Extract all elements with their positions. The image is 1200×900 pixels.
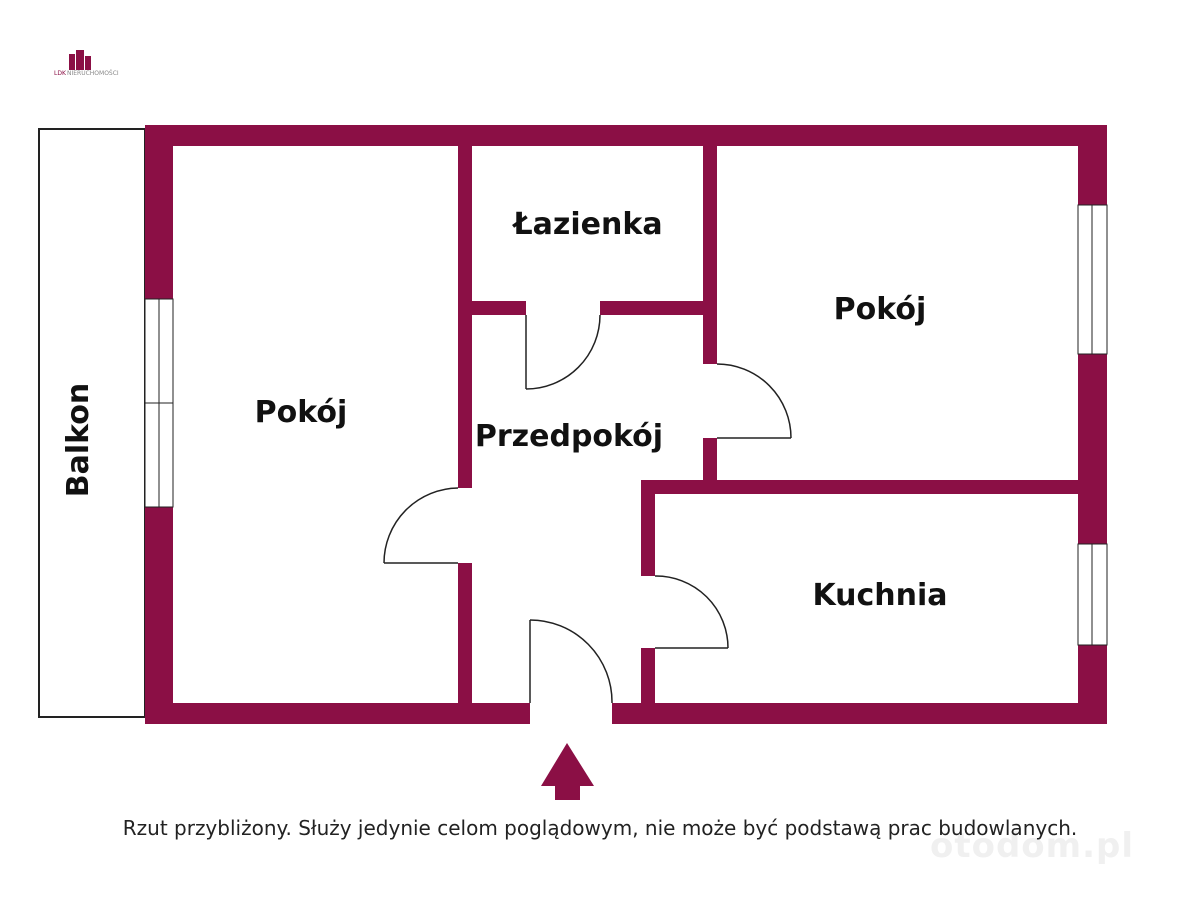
- wall-room-kitchen: [641, 480, 1078, 494]
- wall-top: [145, 125, 1107, 146]
- door-bathroom: [525, 314, 601, 390]
- door-room-left: [383, 487, 459, 564]
- wall-right-1: [1078, 125, 1107, 205]
- walls: [145, 125, 1107, 724]
- logo-brand: LDK: [54, 70, 67, 77]
- door-kitchen: [654, 575, 729, 649]
- wall-bottom-left: [145, 703, 530, 724]
- room-label-bathroom: Łazienka: [511, 207, 662, 242]
- disclaimer-caption: Rzut przybliżony. Służy jedynie celom po…: [122, 816, 1078, 840]
- building-icon: [69, 50, 91, 70]
- wall-hall-kitchen-bottom: [641, 648, 655, 703]
- wall-bottom-right: [612, 703, 1107, 724]
- window-right-bottom: [1077, 543, 1108, 646]
- wall-bath-hall-right: [600, 301, 705, 315]
- wall-left-top: [145, 125, 173, 299]
- wall-room-left-hall-bottom: [458, 563, 472, 703]
- room-label-balcony: Balkon: [61, 383, 96, 498]
- door-room-right: [716, 363, 792, 439]
- wall-right-2: [1078, 354, 1107, 544]
- wall-hall-kitchen-top: [641, 480, 655, 576]
- window-left: [144, 298, 174, 508]
- windows: [144, 204, 1108, 646]
- window-right-top: [1077, 204, 1108, 355]
- wall-bath-hall-left: [472, 301, 526, 315]
- door-entrance: [529, 619, 613, 704]
- logo: LDK NIERUCHOMOŚCI: [54, 50, 119, 77]
- room-label-room-right: Pokój: [834, 292, 927, 327]
- wall-left-bottom: [145, 507, 173, 724]
- room-label-hallway: Przedpokój: [475, 419, 663, 454]
- wall-bath-room-right: [703, 146, 717, 364]
- logo-tagline: NIERUCHOMOŚCI: [67, 70, 119, 77]
- wall-room-left-hall-top: [458, 146, 472, 488]
- room-label-room-left: Pokój: [255, 395, 348, 430]
- watermark: otodom.pl: [930, 826, 1135, 866]
- room-label-kitchen: Kuchnia: [812, 578, 947, 613]
- arrow-up-icon: [541, 743, 594, 800]
- wall-right-3: [1078, 645, 1107, 724]
- doors: [383, 314, 792, 704]
